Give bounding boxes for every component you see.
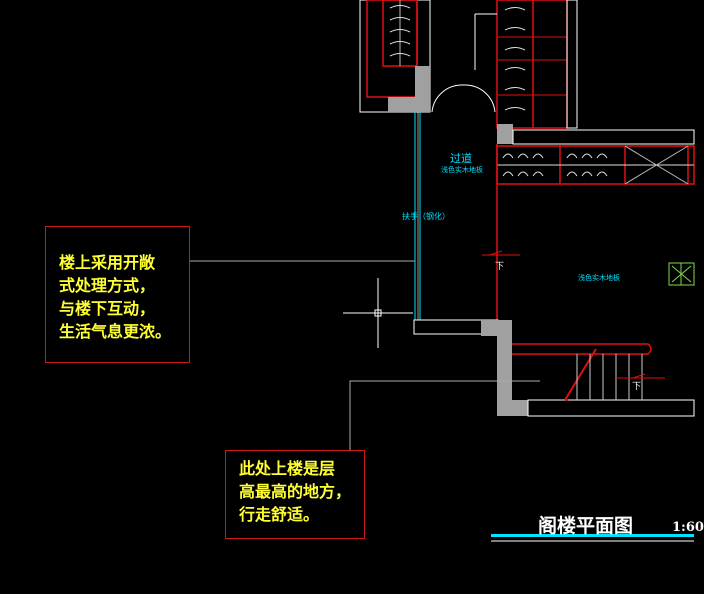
staircase <box>512 343 665 401</box>
drawing-title: 阁楼平面图 <box>538 515 634 537</box>
label-down-2: 下 <box>632 382 642 392</box>
annotation-note-open-plan: 楼上采用开敞 式处理方式， 与楼下互动， 生活气息更浓。 <box>45 226 190 363</box>
label-down-1: 下 <box>495 262 505 272</box>
note-line: 式处理方式， <box>59 276 156 295</box>
annotation-note-stair: 此处上楼是层 高最高的地方， 行走舒适。 <box>225 450 365 539</box>
door-swing <box>431 84 496 113</box>
label-corridor: 过道 <box>450 152 472 165</box>
note-line: 高最高的地方， <box>239 482 352 501</box>
wall-segment-upper-right <box>497 124 513 144</box>
drawing-scale: 1:60 <box>672 520 704 535</box>
plant-symbol-icon <box>668 262 695 286</box>
wardrobe-row <box>496 145 695 185</box>
wall-pier-upper <box>388 66 430 112</box>
wall-pier-lower <box>481 320 528 416</box>
note-line: 楼上采用开敞 <box>59 253 156 272</box>
note-line: 与楼下互动， <box>59 299 156 318</box>
leader-line-2 <box>349 380 540 450</box>
title-underline <box>491 534 694 537</box>
note-line: 生活气息更浓。 <box>59 322 172 341</box>
label-room-floor: 浅色实木地板 <box>578 274 620 282</box>
cabinet-upper-right <box>474 0 578 129</box>
note-line: 此处上楼是层 <box>239 459 336 478</box>
label-handrail: 扶手（钢化） <box>402 212 450 221</box>
crosshair-cursor-icon <box>343 278 413 348</box>
down-arrow-1 <box>482 250 520 256</box>
handrail-line <box>414 112 421 320</box>
label-corridor-floor: 浅色实木地板 <box>441 166 483 174</box>
note-line: 行走舒适。 <box>239 505 320 524</box>
